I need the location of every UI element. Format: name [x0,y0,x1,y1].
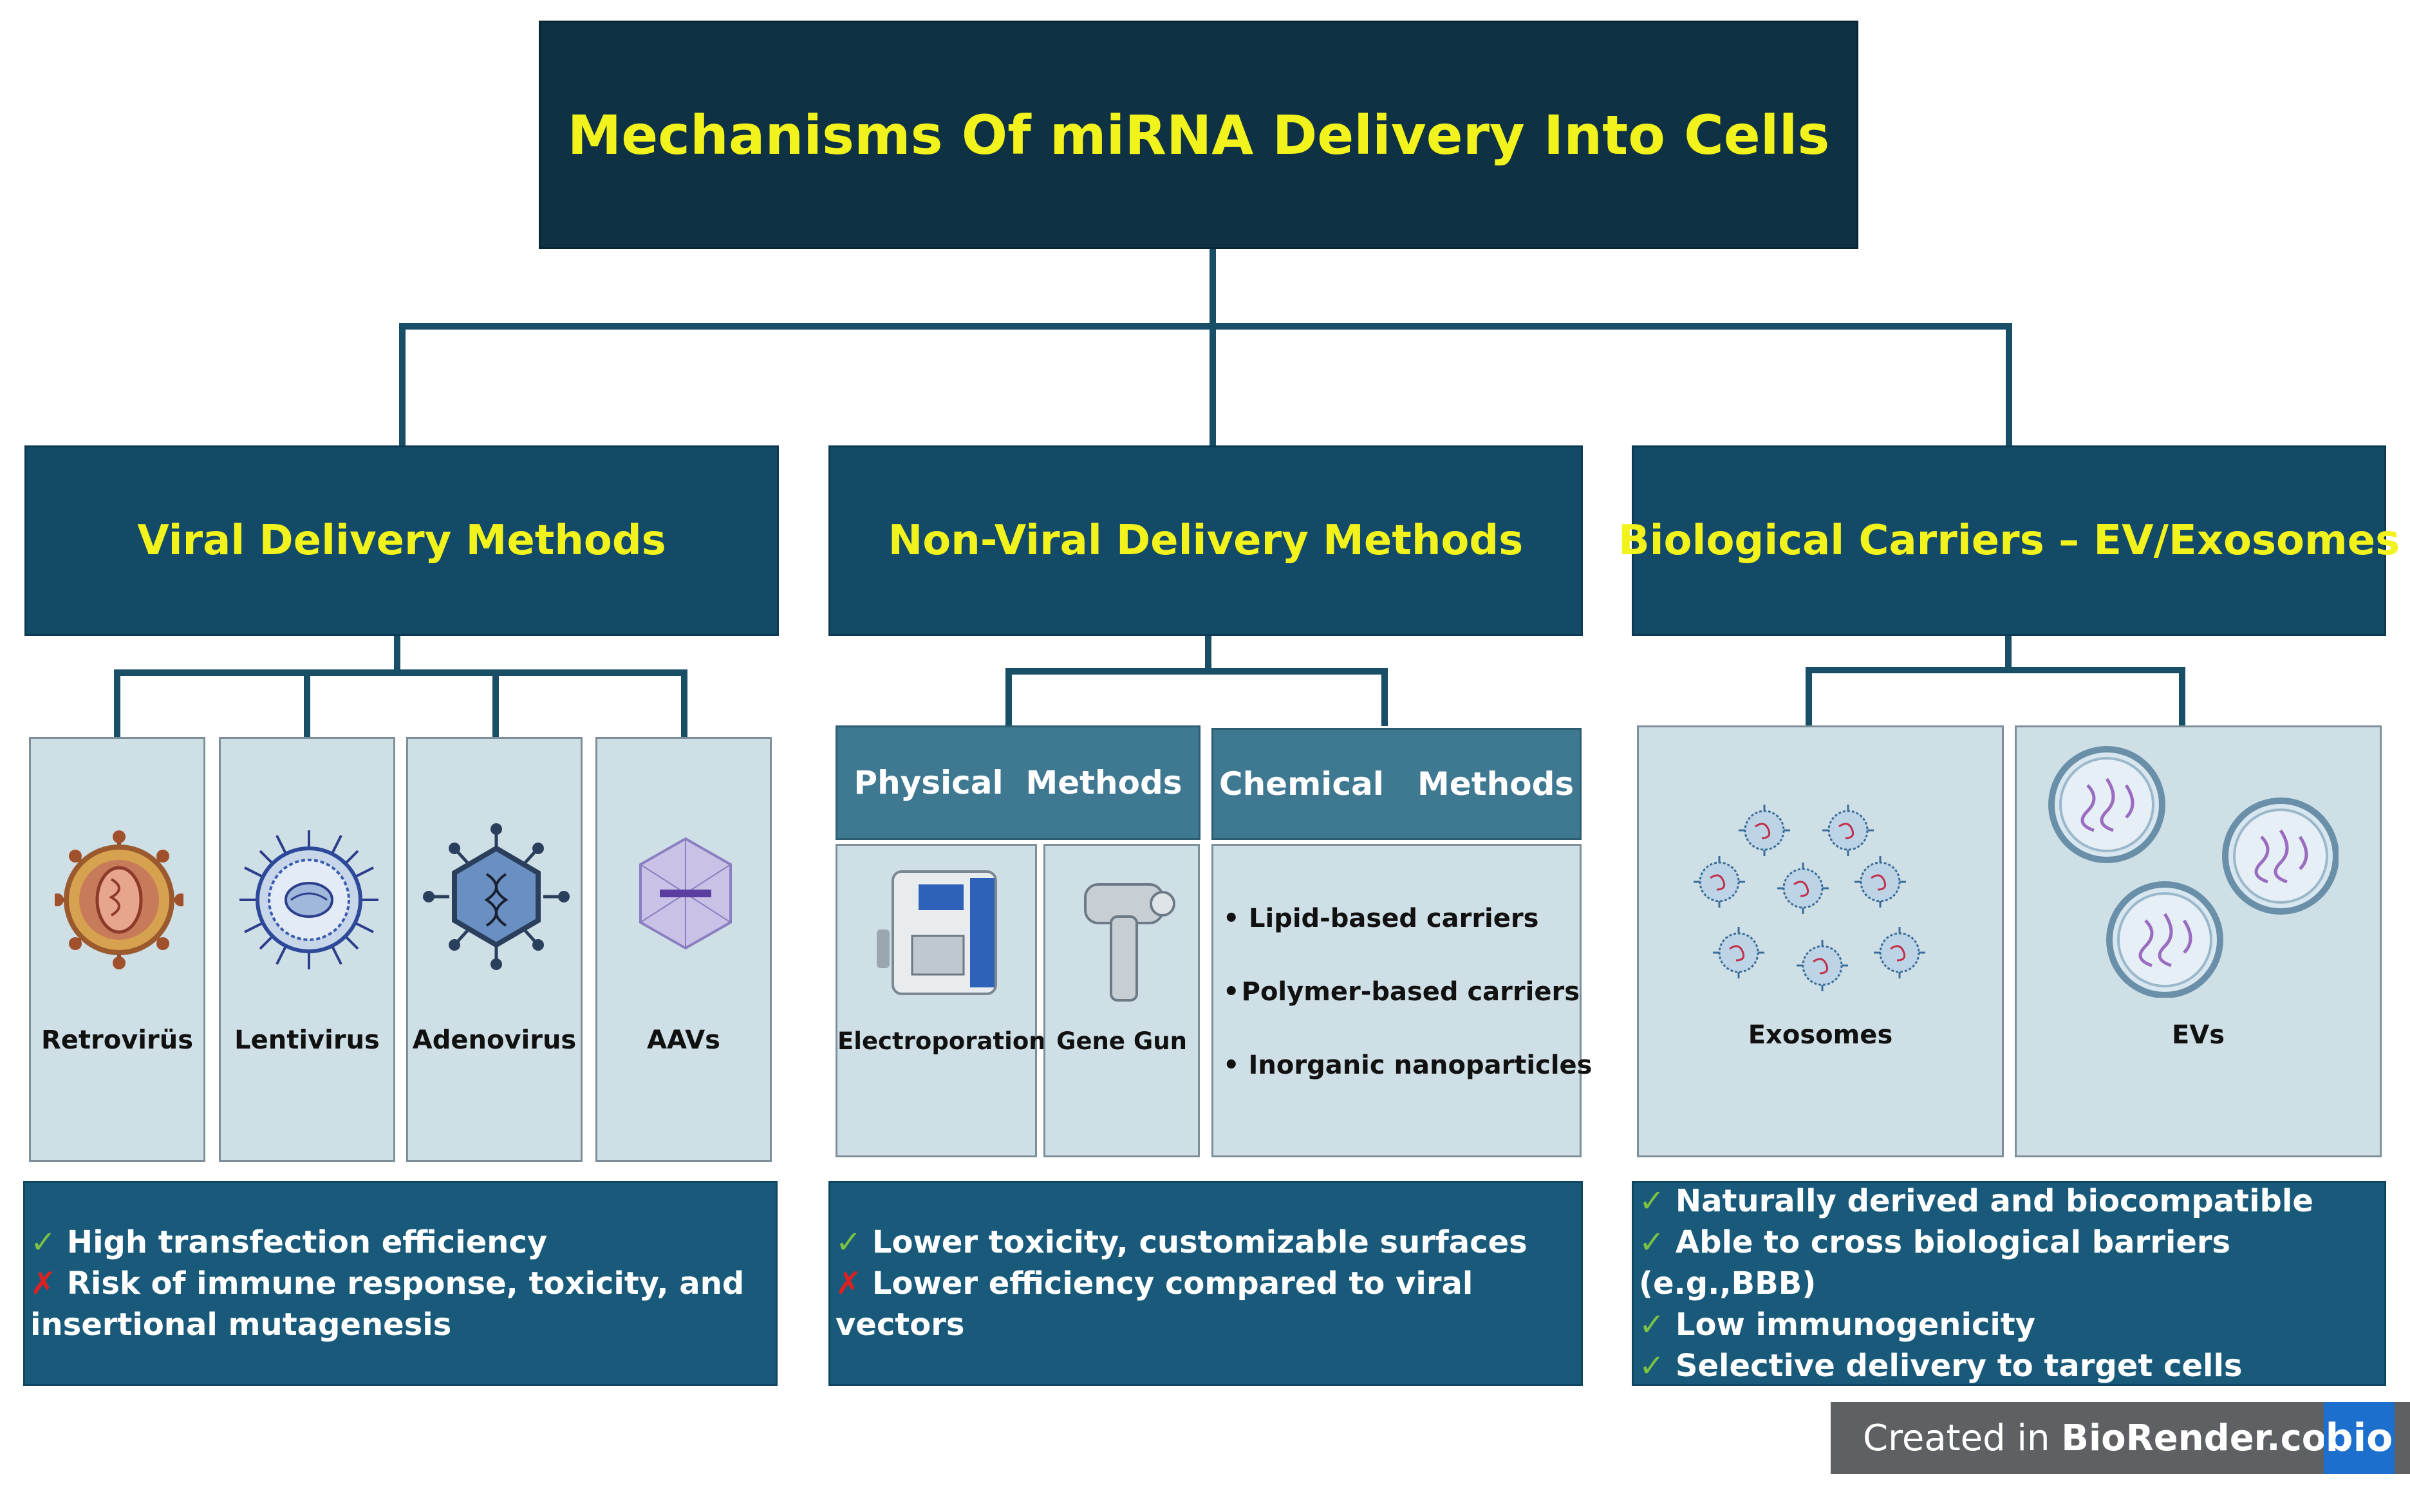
category-viral: Viral Delivery Methods [24,445,779,636]
connector [1806,667,2185,673]
label-evs: EVs [2171,1020,2225,1050]
panel-adenovirus: Adenovirus [406,737,583,1162]
label-aavs: AAVs [647,1025,720,1055]
label-lentivirus: Lentivirus [234,1025,380,1055]
notes-nonviral: ✓ Lower toxicity, customizable surfaces … [828,1181,1583,1386]
note-line: ✓ Naturally derived and biocompatible [1639,1183,2313,1219]
connector [1205,636,1211,672]
connector [2005,636,2012,669]
note-line: ✓ High transfection efficiency [30,1224,548,1260]
lentivirus-icon [239,830,378,969]
connector [1005,668,1012,726]
panel-gene-gun: Gene Gun [1043,844,1200,1157]
note-line: ✓ Selective delivery to target cells [1639,1348,2243,1384]
label-electroporation: Electroporation [837,1027,1046,1055]
note-line: ✓ Able to cross biological barriers (e.g… [1639,1224,2231,1302]
connector [114,669,120,740]
physical-methods-header: Physical Methods [836,725,1200,840]
label-exosomes: Exosomes [1748,1020,1893,1050]
connector [399,323,2012,330]
connector [394,636,400,672]
panel-electroporation: Electroporation [836,844,1046,1157]
connector [114,669,687,676]
connector [492,669,499,740]
connector [1381,668,1388,726]
category-biological: Biological Carriers – EV/Exosomes [1618,445,2400,636]
exosomes-icon [1692,803,1927,993]
connector [304,669,310,740]
adenovirus-icon [423,823,570,970]
page-title: Mechanisms Of miRNA Delivery Into Cells [539,21,1858,249]
notes-viral: ✓ High transfection efficiency ✗ Risk of… [23,1181,778,1386]
panel-retrovirus: Retrovirüs [29,737,205,1162]
biorender-logo-icon: bio [2324,1402,2395,1474]
connector [681,669,687,740]
connector [1005,668,1388,675]
aav-icon [639,837,732,950]
list-item: • Inorganic nanoparticles [1223,1050,1593,1080]
label-gene-gun: Gene Gun [1056,1027,1187,1055]
electroporation-icon [877,870,997,995]
list-item: •Polymer-based carriers [1223,977,1580,1007]
connector [1210,323,1216,445]
note-line: ✗ Risk of immune response, toxicity, and [30,1265,745,1302]
notes-biological: ✓ Naturally derived and biocompatible ✓ … [1632,1181,2386,1386]
panel-chemical: •Lipid-based carriers •Polymer-based car… [1211,844,1593,1157]
retrovirus-icon [55,830,183,969]
connector [2179,667,2185,731]
label-retrovirus: Retrovirüs [41,1025,194,1055]
connector [1806,667,1812,731]
panel-exosomes: Exosomes [1637,725,2004,1157]
note-line: ✗ Lower efficiency compared to viral vec… [836,1265,1473,1343]
connector [1210,248,1216,325]
note-line: ✓ Low immunogenicity [1639,1307,2036,1343]
list-item: •Lipid-based carriers [1223,904,1539,933]
connector [2006,323,2012,445]
category-nonviral: Non-Viral Delivery Methods [828,445,1583,636]
panel-evs: EVs [2015,725,2382,1157]
gene-gun-icon [1084,883,1175,1002]
biorender-badge[interactable]: Created in BioRender.com [1831,1402,2410,1474]
label-adenovirus: Adenovirus [412,1025,577,1055]
connector [399,323,406,445]
chemical-methods-header: Chemical Methods [1211,728,1582,840]
note-line: ✓ Lower toxicity, customizable surfaces [836,1224,1527,1260]
panel-aavs: AAVs [595,737,772,1162]
panel-lentivirus: Lentivirus [219,737,395,1162]
note-line: insertional mutagenesis [30,1307,452,1343]
evs-icon [2042,740,2339,998]
